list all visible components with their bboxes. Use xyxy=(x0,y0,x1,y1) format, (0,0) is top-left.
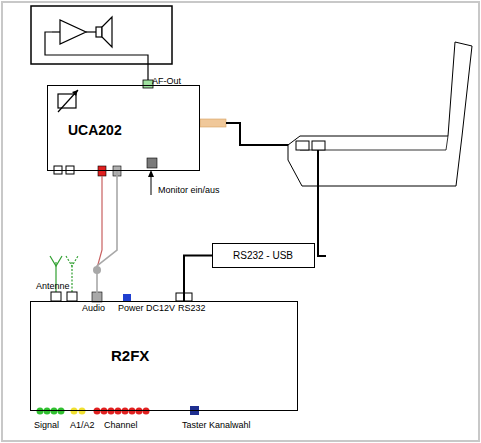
port-label: Audio xyxy=(82,303,105,314)
port-label: AF-Out xyxy=(152,76,181,87)
port-label: Power DC12V xyxy=(118,303,175,314)
port-label: Monitor ein/aus xyxy=(158,185,220,196)
antenna-jack xyxy=(67,292,77,301)
usb-plug xyxy=(200,119,226,127)
af-out-jack xyxy=(143,80,153,88)
box-title: R2FX xyxy=(111,347,149,364)
monitor-button xyxy=(147,158,157,168)
usb-jack xyxy=(54,166,62,174)
volume-arrowhead xyxy=(72,90,78,96)
port-label: Taster Kanalwahl xyxy=(182,420,251,431)
signal-leds xyxy=(37,408,65,415)
port-label: Signal xyxy=(34,420,59,431)
pc-outline xyxy=(288,42,472,186)
speaker-magnet xyxy=(96,27,102,37)
cable xyxy=(184,256,212,302)
usb-adapter-cable xyxy=(318,150,326,256)
volume-arrow xyxy=(58,90,78,112)
box-title: UCA202 xyxy=(68,122,122,138)
af-wire xyxy=(45,32,148,82)
speaker-cone xyxy=(102,17,112,47)
pc-usb-port xyxy=(296,141,309,150)
port-label: Antenne xyxy=(36,281,70,292)
amplifier-symbol xyxy=(60,20,86,44)
device-box: UCA202 xyxy=(47,85,200,171)
device-box: R2FX xyxy=(30,301,298,411)
amplifier-input xyxy=(52,31,60,32)
adapter-box: RS232 - USB xyxy=(212,243,315,268)
antenna-jack xyxy=(51,292,61,301)
monitor-arrowhead xyxy=(148,170,154,177)
channel-leds xyxy=(94,408,150,415)
port-label: Channel xyxy=(104,420,138,431)
line-in-red xyxy=(98,166,106,176)
box-title: RS232 - USB xyxy=(233,250,293,261)
cable xyxy=(97,171,117,301)
volume-knob xyxy=(58,94,76,108)
amplifier-wire xyxy=(86,31,96,32)
port-label: RS232 xyxy=(178,303,206,314)
pc-usb-port xyxy=(312,141,325,150)
usb-jack xyxy=(66,166,74,174)
pc-edge xyxy=(300,136,448,150)
usb-cable xyxy=(226,123,296,145)
audio-wire-red xyxy=(97,176,102,268)
a1a2-leds xyxy=(71,408,86,415)
monitor-arrow xyxy=(151,174,152,195)
port-label: A1/A2 xyxy=(70,420,95,431)
